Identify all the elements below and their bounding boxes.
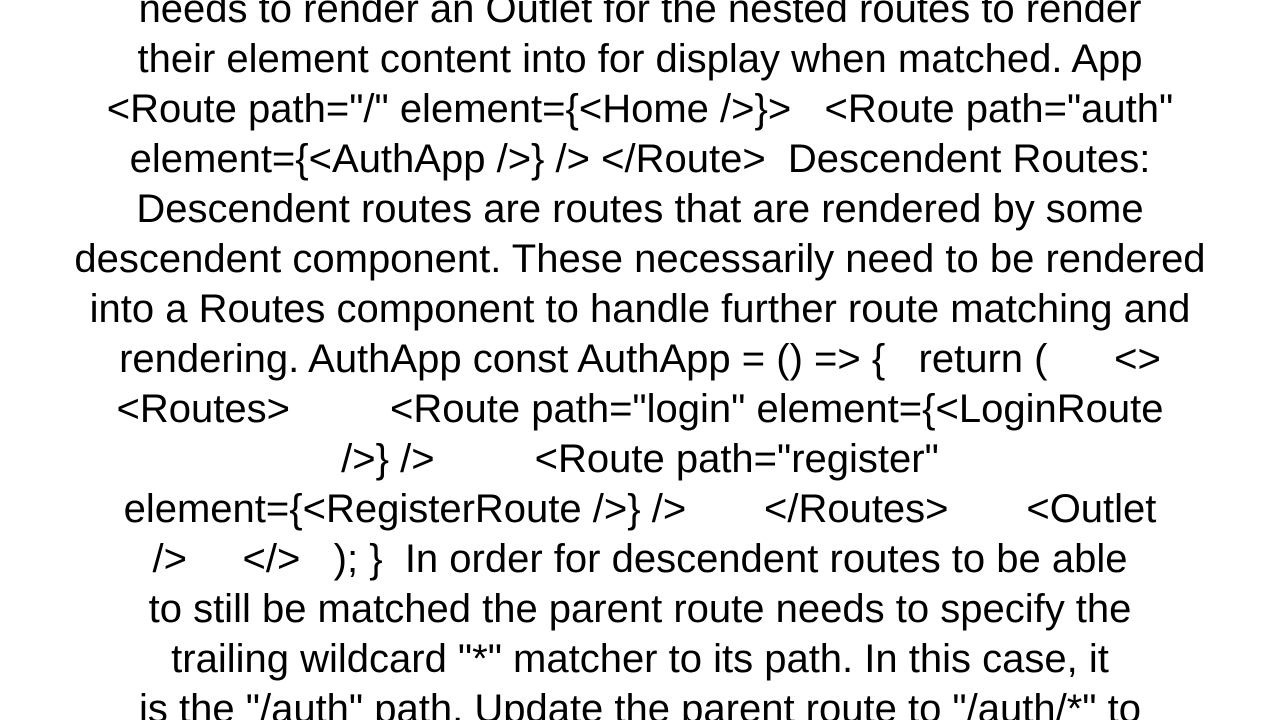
text-line: <Routes> <Route path="login" element={<L… <box>116 387 1164 431</box>
text-line: descendent component. These necessarily … <box>74 237 1206 281</box>
text-line: />} /> <Route path="register" <box>341 437 939 481</box>
text-line: needs to render an Outlet for the nested… <box>138 0 1142 31</box>
text-line: rendering. AuthApp const AuthApp = () =>… <box>119 337 1161 381</box>
text-line: element={<RegisterRoute />} /> </Routes>… <box>123 487 1157 531</box>
text-line: <Route path="/" element={<Home />}> <Rou… <box>106 87 1174 131</box>
text-line: /> </> ); } In order for descendent rout… <box>152 537 1128 581</box>
text-line: trailing wildcard "*" matcher to its pat… <box>171 637 1109 681</box>
text-line: Descendent routes are routes that are re… <box>136 187 1144 231</box>
text-line: into a Routes component to handle furthe… <box>89 287 1191 331</box>
text-line: their element content into for display w… <box>137 37 1143 81</box>
text-line: to still be matched the parent route nee… <box>148 587 1132 631</box>
text-line: element={<AuthApp />} /> </Route> Descen… <box>129 137 1151 181</box>
text-line: is the "/auth" path. Update the parent r… <box>139 687 1141 720</box>
